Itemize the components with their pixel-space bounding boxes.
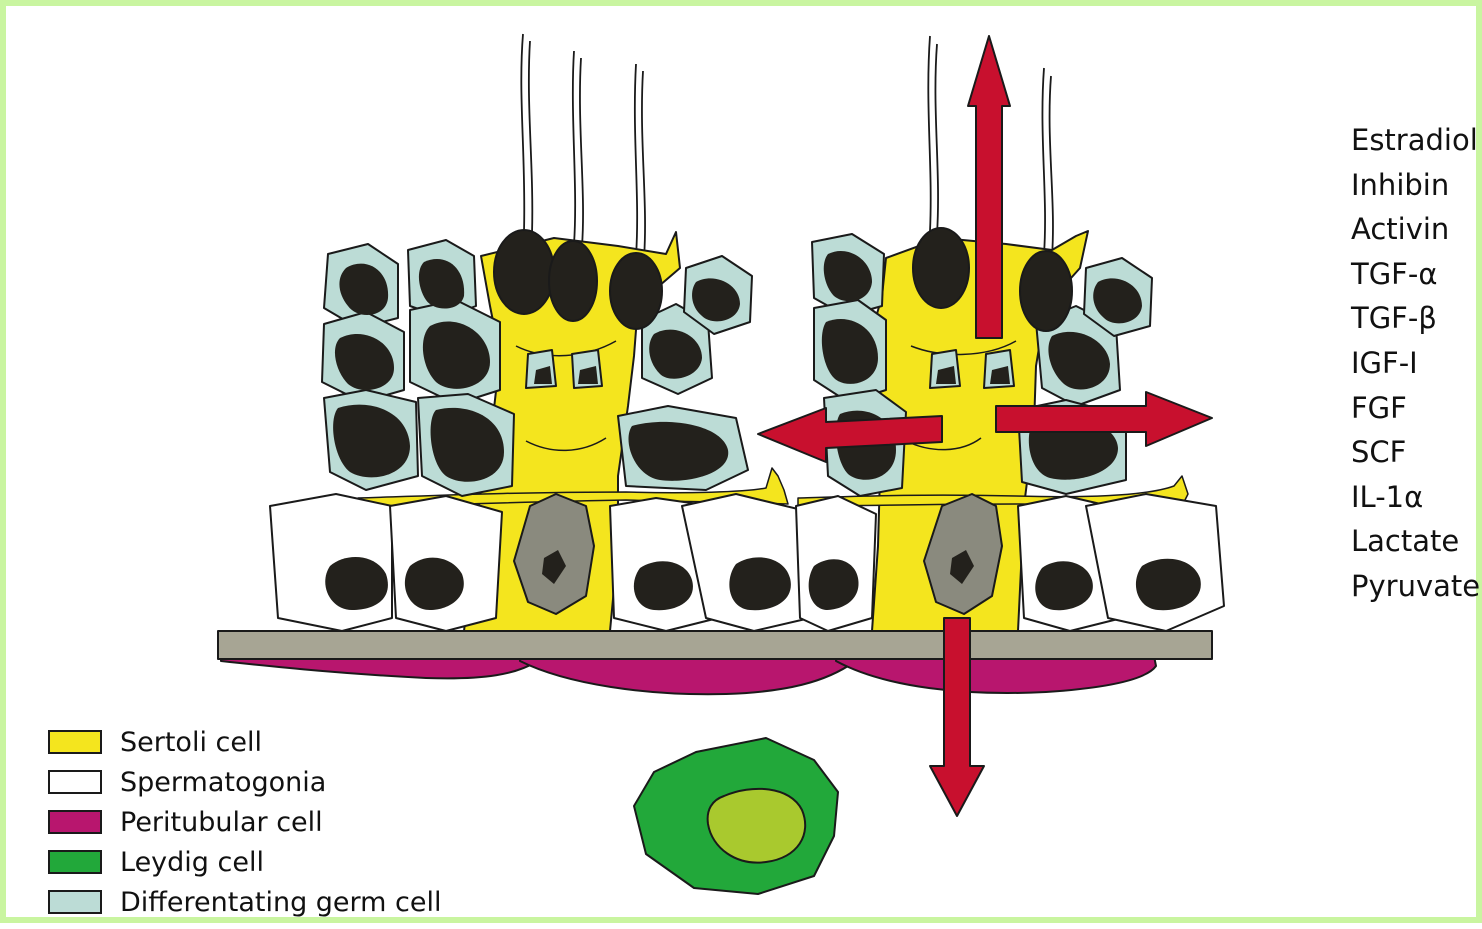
legend-item-peritubular: Peritubular cell	[48, 802, 442, 842]
factor-estradiol: Estradiol	[1351, 118, 1480, 163]
factor-tgf-beta: TGF-β	[1351, 296, 1480, 341]
legend-label: Leydig cell	[120, 847, 264, 878]
factor-tgf-alpha: TGF-α	[1351, 252, 1480, 297]
factor-activin: Activin	[1351, 207, 1480, 252]
legend-swatch	[48, 890, 102, 914]
legend-item-leydig: Leydig cell	[48, 842, 442, 882]
factor-igf-i: IGF-I	[1351, 341, 1480, 386]
peritubular-cells	[221, 656, 1156, 694]
legend-label: Peritubular cell	[120, 807, 323, 838]
secreted-factors-list: Estradiol Inhibin Activin TGF-α TGF-β IG…	[1351, 118, 1480, 609]
factor-inhibin: Inhibin	[1351, 163, 1480, 208]
sperm-tails-left	[521, 34, 645, 258]
legend-swatch	[48, 810, 102, 834]
legend-item-germ-cell: Differentating germ cell	[48, 882, 442, 922]
cell-type-legend: Sertoli cell Spermatogonia Peritubular c…	[48, 722, 442, 922]
factor-fgf: FGF	[1351, 386, 1480, 431]
legend-label: Spermatogonia	[120, 767, 326, 798]
legend-label: Differentating germ cell	[120, 887, 442, 918]
legend-swatch	[48, 770, 102, 794]
factor-scf: SCF	[1351, 430, 1480, 475]
legend-swatch	[48, 850, 102, 874]
factor-lactate: Lactate	[1351, 519, 1480, 564]
legend-label: Sertoli cell	[120, 727, 262, 758]
legend-swatch	[48, 730, 102, 754]
legend-item-sertoli: Sertoli cell	[48, 722, 442, 762]
factor-il-1-alpha: IL-1α	[1351, 475, 1480, 520]
factor-pyruvate: Pyruvate	[1351, 564, 1480, 609]
legend-item-spermatogonia: Spermatogonia	[48, 762, 442, 802]
basement-membrane	[218, 631, 1212, 659]
